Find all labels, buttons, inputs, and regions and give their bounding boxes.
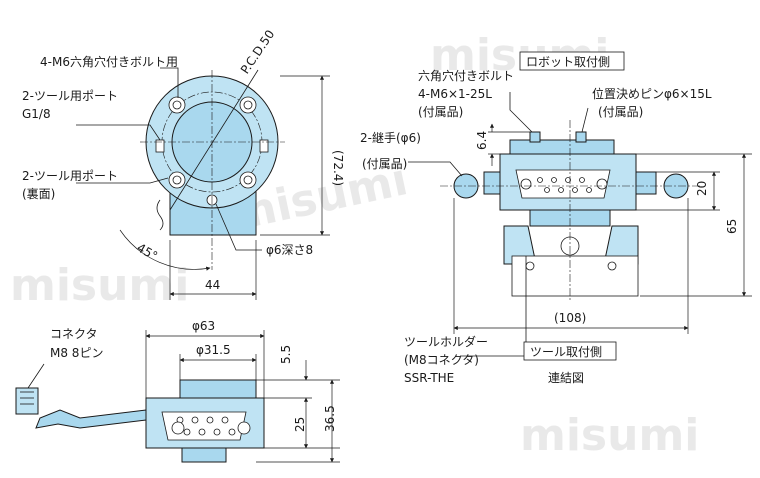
dim-6-4: 6.4 — [475, 131, 489, 150]
dim-25: 25 — [293, 417, 307, 432]
watermark-text-1: misumi — [10, 260, 189, 311]
bolt-holes-label: 4-M6六角穴付きボルト用 — [40, 54, 178, 69]
bottom-view — [15, 330, 340, 463]
bottom-view-screw-left — [171, 421, 185, 435]
dim-width-44: 44 — [205, 278, 220, 292]
top-view-port-right — [259, 139, 269, 153]
tool-holder-model-label: SSR-THE — [404, 371, 454, 385]
bottom-view-connector-pins — [176, 416, 236, 436]
hex-bolt-label: 六角穴付きボルト — [418, 68, 514, 83]
assembly-pin-head — [575, 131, 587, 143]
assembly-bolt-head-left — [529, 131, 541, 143]
bottom-view-plug — [15, 387, 39, 415]
dim-diameter-31-5: φ31.5 — [196, 343, 231, 357]
tool-holder-connector-label: (M8コネクタ) — [404, 353, 479, 367]
pin-hole-label: φ6深さ8 — [266, 243, 313, 257]
assembly-caption: 連結図 — [548, 371, 584, 385]
tool-holder-label: ツールホルダー — [404, 334, 488, 349]
top-view-bolt-holes — [168, 96, 257, 189]
top-view-cable — [156, 199, 164, 231]
dim-65: 65 — [725, 219, 739, 234]
dim-36-5: 36.5 — [323, 405, 337, 432]
assembly-view — [408, 51, 752, 361]
assembly-fitting-left-body — [483, 171, 501, 195]
locating-pin-label: 位置決めピンφ6×15L — [592, 86, 712, 101]
hex-bolt-accessory-label: (付属品) — [418, 105, 463, 119]
assembly-fitting-right-body — [635, 171, 657, 195]
bottom-view-screw-right — [237, 421, 251, 435]
top-view — [76, 67, 330, 300]
robot-side-box — [519, 51, 625, 71]
hex-bolt-spec-label: 4-M6×1-25L — [418, 87, 492, 101]
connector-spec-label: M8 8ピン — [50, 346, 103, 360]
bottom-view-cable — [35, 409, 147, 429]
joint-label: 2-継手(φ6) — [360, 130, 421, 145]
robot-side-label: ロボット取付側 — [526, 55, 610, 69]
dim-diameter-63: φ63 — [192, 319, 215, 333]
connector-label: コネクタ — [50, 327, 98, 341]
tool-port-rear-note: (裏面) — [22, 186, 55, 201]
watermark-text-3: misumi — [520, 410, 699, 461]
assembly-connector-pins — [537, 177, 592, 193]
bottom-view-top-flange — [179, 379, 257, 399]
assembly-top-plate — [509, 139, 615, 155]
dim-height-72-4: (72.4) — [331, 150, 345, 186]
dim-5-5: 5.5 — [279, 345, 293, 364]
bottom-view-foot — [181, 447, 227, 463]
tool-side-box — [523, 341, 617, 361]
tool-port-thread-label: G1/8 — [22, 107, 51, 121]
joint-accessory-label: (付属品) — [362, 157, 407, 171]
assembly-holder-base — [511, 255, 639, 297]
dim-108: (108) — [554, 311, 586, 325]
tool-side-label: ツール取付側 — [530, 345, 602, 359]
tool-port-label: 2-ツール用ポート — [22, 89, 118, 103]
pcd-label: P.C.D.50 — [238, 27, 277, 76]
locating-pin-accessory-label: (付属品) — [598, 105, 643, 119]
tool-port-rear-label: 2-ツール用ポート — [22, 169, 118, 183]
dim-20: 20 — [695, 181, 709, 196]
